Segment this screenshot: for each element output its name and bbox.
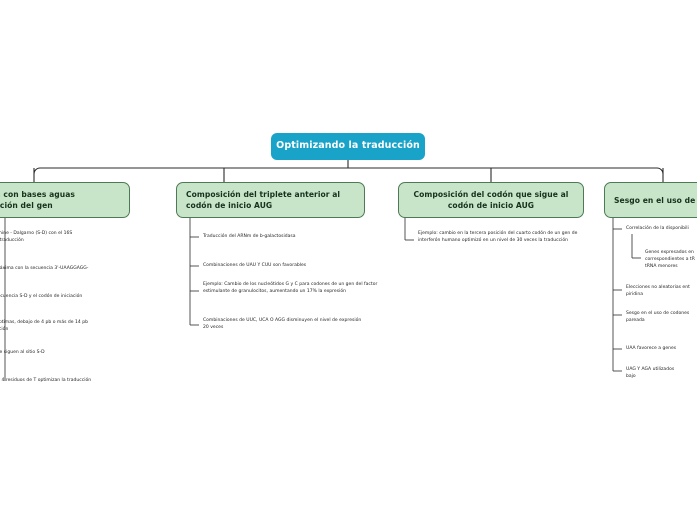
- leaf-item: Genes expresados en correspondientes a t…: [645, 250, 695, 269]
- leaf-item: UAA favorece a genes: [626, 346, 677, 351]
- branch-node-4-label: Sesgo en el uso de cod: [614, 195, 697, 205]
- root-node[interactable]: Optimizando la traducción: [271, 133, 425, 160]
- leaf-item: Ejemplo: Cambio de los nucleótidos G y C…: [203, 282, 378, 294]
- leaf-item: Combinaciones de UAU Y CUU son favorable…: [203, 263, 307, 268]
- leaf-item: ecuencias Shine - Dalgarno (S-D) con el …: [0, 231, 73, 243]
- branch-node-3[interactable]: Composición del codón que sigue al codón…: [398, 182, 584, 218]
- leaf-item: Ejemplo: cambio en la tercera posición d…: [418, 231, 578, 243]
- branch-node-2-label: Composición del triplete anterior al cod…: [186, 190, 341, 210]
- leaf-item: bases son óptimas, debajo de 4 pb o más …: [0, 320, 89, 332]
- leaf-item: Elecciones no aleatorias ent piridina: [626, 285, 690, 297]
- leaf-item: Correlación de la disponibili: [626, 226, 689, 231]
- leaf-item: iduos de A o 4 residuos de T optimizan l…: [0, 378, 92, 383]
- leaf-item: Traducción del ARNm de b-galactosidasa: [203, 234, 296, 239]
- leaf-item: Sesgo en el uso de codones pareada: [626, 311, 690, 323]
- branch-node-4[interactable]: Sesgo en el uso de cod: [604, 182, 697, 218]
- leaf-item: n entre la secuencia S-D y el codón de i…: [0, 294, 83, 299]
- branch-node-2[interactable]: Composición del triplete anterior al cod…: [176, 182, 365, 218]
- branch-node-1[interactable]: el ribosoma con bases aguas ón de inicia…: [0, 182, 130, 218]
- leaf-item: Combinaciones de UUC, UCA O AGG disminuy…: [203, 318, 362, 330]
- leaf-item: de bases que siguen al sitio S-D: [0, 350, 45, 355]
- branch-node-3-label: Composición del codón que sigue al codón…: [413, 190, 569, 210]
- leaf-item: UAG Y AGA utilizados bajo: [626, 367, 675, 379]
- branch-node-1-label: el ribosoma con bases aguas ón de inicia…: [0, 190, 75, 210]
- leaf-item: ntariedad máxima con la secuencia 3'-UAA…: [0, 266, 89, 271]
- root-node-label: Optimizando la traducción: [276, 140, 420, 152]
